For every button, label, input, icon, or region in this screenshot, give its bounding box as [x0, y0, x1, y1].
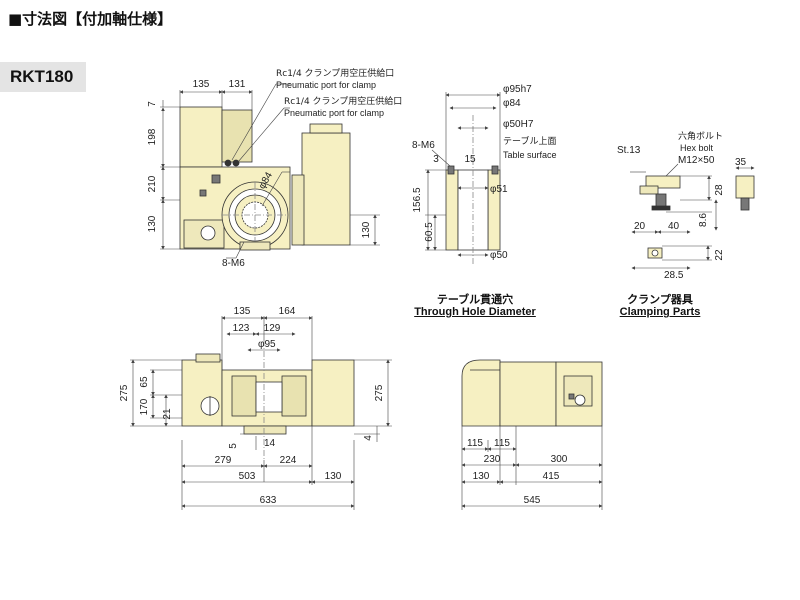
- top-dim-65: 65: [139, 376, 150, 388]
- clamp-m12: M12×50: [678, 155, 715, 166]
- callout-2-en: Pneumatic port for clamp: [284, 108, 384, 118]
- hole-dim-50: φ50: [490, 250, 508, 261]
- front-dim-131: 131: [229, 79, 246, 90]
- top-right-block: [311, 359, 355, 427]
- side-dim-545: 545: [524, 495, 541, 506]
- top-dim-164: 164: [279, 306, 296, 317]
- hole-dim-60-5: 60.5: [424, 222, 435, 242]
- top-dim-170: 170: [139, 398, 150, 415]
- front-dim-8m6: 8-M6: [222, 258, 245, 269]
- side-view: [461, 359, 603, 427]
- side-dim-230: 230: [484, 454, 501, 465]
- hole-dim-15: 15: [464, 154, 476, 165]
- callout-1-jp: Rc1/4 クランプ用空圧供給口: [276, 67, 394, 79]
- top-dim-129: 129: [264, 323, 281, 334]
- clamp-dim-8-6: 8.6: [698, 213, 709, 227]
- clamp-caption: クランプ器具 Clamping Parts: [600, 293, 720, 319]
- side-dim-115b: 115: [494, 438, 510, 449]
- through-hole-view: [445, 115, 501, 265]
- top-dim-phi95: φ95: [258, 339, 276, 350]
- hole-dim-95h7: φ95h7: [503, 84, 532, 95]
- page-title: ■寸法図【付加軸仕様】: [8, 10, 173, 28]
- model-label: RKT180: [0, 62, 86, 92]
- callout-1-en: Pneumatic port for clamp: [276, 80, 376, 90]
- top-dim-224: 224: [280, 455, 297, 466]
- hole-dim-156-5: 156.5: [412, 187, 423, 212]
- front-right-column: [301, 132, 351, 246]
- side-dim-300: 300: [551, 454, 568, 465]
- front-dim-130-right: 130: [361, 221, 372, 238]
- through-hole-caption-jp: テーブル貫通穴: [436, 293, 514, 306]
- clamp-view: [639, 175, 755, 259]
- top-dim-14: 14: [264, 438, 276, 449]
- top-dim-279: 279: [215, 455, 232, 466]
- front-view: [179, 106, 351, 251]
- callout-2-jp: Rc1/4 クランプ用空圧供給口: [284, 95, 402, 107]
- hex-bolt-jp: 六角ボルト: [678, 130, 723, 142]
- front-dim-198: 198: [147, 128, 158, 145]
- clamp-caption-jp: クランプ器具: [627, 293, 693, 306]
- side-dim-130: 130: [473, 471, 490, 482]
- front-dim-7: 7: [147, 101, 158, 107]
- top-dim-275-right: 275: [374, 384, 385, 401]
- top-dim-135: 135: [234, 306, 251, 317]
- front-port-circle: [200, 225, 216, 241]
- clamp-caption-en: Clamping Parts: [619, 306, 701, 318]
- clamp-dim-22: 22: [714, 249, 725, 261]
- through-hole-caption: テーブル貫通穴 Through Hole Diameter: [400, 293, 550, 319]
- hole-dim-8m6: 8-M6: [412, 140, 435, 151]
- top-dim-130: 130: [325, 471, 342, 482]
- hole-dim-84: φ84: [503, 98, 521, 109]
- top-dim-21: 21: [162, 408, 173, 420]
- front-motor-side: [221, 109, 253, 163]
- front-dim-210: 210: [147, 175, 158, 192]
- top-left-block: [181, 359, 223, 427]
- hole-dim-3: 3: [433, 154, 439, 165]
- top-dim-5: 5: [228, 443, 239, 449]
- clamp-dim-40: 40: [668, 221, 680, 232]
- top-view: [181, 340, 355, 460]
- top-dim-275: 275: [119, 384, 130, 401]
- clamp-dim-28: 28: [714, 184, 725, 196]
- hole-dim-50h7: φ50H7: [503, 119, 534, 130]
- table-surface-jp: テーブル上面: [503, 135, 556, 147]
- side-body: [499, 361, 557, 427]
- front-dim-130-left: 130: [147, 215, 158, 232]
- clamp-dim-28-5: 28.5: [664, 270, 684, 281]
- clamp-st13: St.13: [617, 145, 641, 156]
- top-dim-633: 633: [260, 495, 277, 506]
- through-hole-caption-en: Through Hole Diameter: [414, 306, 536, 318]
- side-dim-115a: 115: [467, 438, 483, 449]
- front-dim-135: 135: [193, 79, 210, 90]
- hole-dim-51: φ51: [490, 184, 508, 195]
- top-dim-503: 503: [239, 471, 256, 482]
- top-dim-4: 4: [363, 435, 374, 441]
- side-motor: [461, 359, 501, 427]
- hex-bolt-en: Hex bolt: [680, 143, 714, 153]
- front-motor-block: [179, 106, 223, 168]
- clamp-dim-35: 35: [735, 157, 747, 168]
- clamp-dim-20: 20: [634, 221, 646, 232]
- top-dim-123: 123: [233, 323, 250, 334]
- table-surface-en: Table surface: [503, 150, 557, 160]
- side-dim-415: 415: [543, 471, 560, 482]
